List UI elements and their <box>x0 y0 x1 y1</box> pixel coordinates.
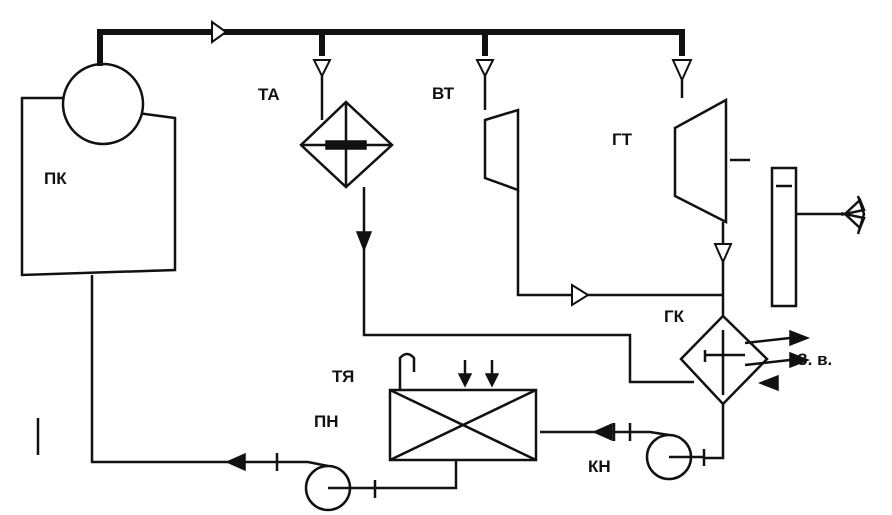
generator-shaft <box>770 166 845 308</box>
flow-arrow-down <box>713 243 733 265</box>
flow-arrow-down-solid <box>355 231 373 253</box>
propeller-icon <box>840 195 866 235</box>
label-gt: ГТ <box>612 130 633 149</box>
label-kn: КН <box>588 457 611 476</box>
label-zv: З. в. <box>797 350 832 369</box>
flow-arrow-left-solid <box>592 422 613 442</box>
label-gk: ГК <box>664 307 685 326</box>
main-steam-header <box>97 20 685 66</box>
heat-exchanger-ta <box>299 100 394 189</box>
label-pn: ПН <box>314 412 339 431</box>
flow-arrow-right <box>571 283 590 307</box>
heater-tya <box>388 352 538 462</box>
label-tya: ТЯ <box>332 367 354 386</box>
cooling-water <box>744 329 811 392</box>
boiler-drum <box>61 62 145 146</box>
flow-arrow-left-solid <box>225 452 246 472</box>
flow-arrow-down <box>312 59 332 79</box>
label-ta: ТА <box>258 85 280 104</box>
flow-arrow-down <box>475 59 495 79</box>
flow-arrow-right <box>211 20 228 44</box>
main-turbine-gt <box>673 97 728 225</box>
main-condenser-gk <box>679 314 769 406</box>
flow-arrow-down <box>671 59 693 83</box>
label-vt: ВТ <box>432 84 455 103</box>
label-pk: ПК <box>44 169 67 188</box>
auxiliary-turbine-vt <box>483 108 520 192</box>
